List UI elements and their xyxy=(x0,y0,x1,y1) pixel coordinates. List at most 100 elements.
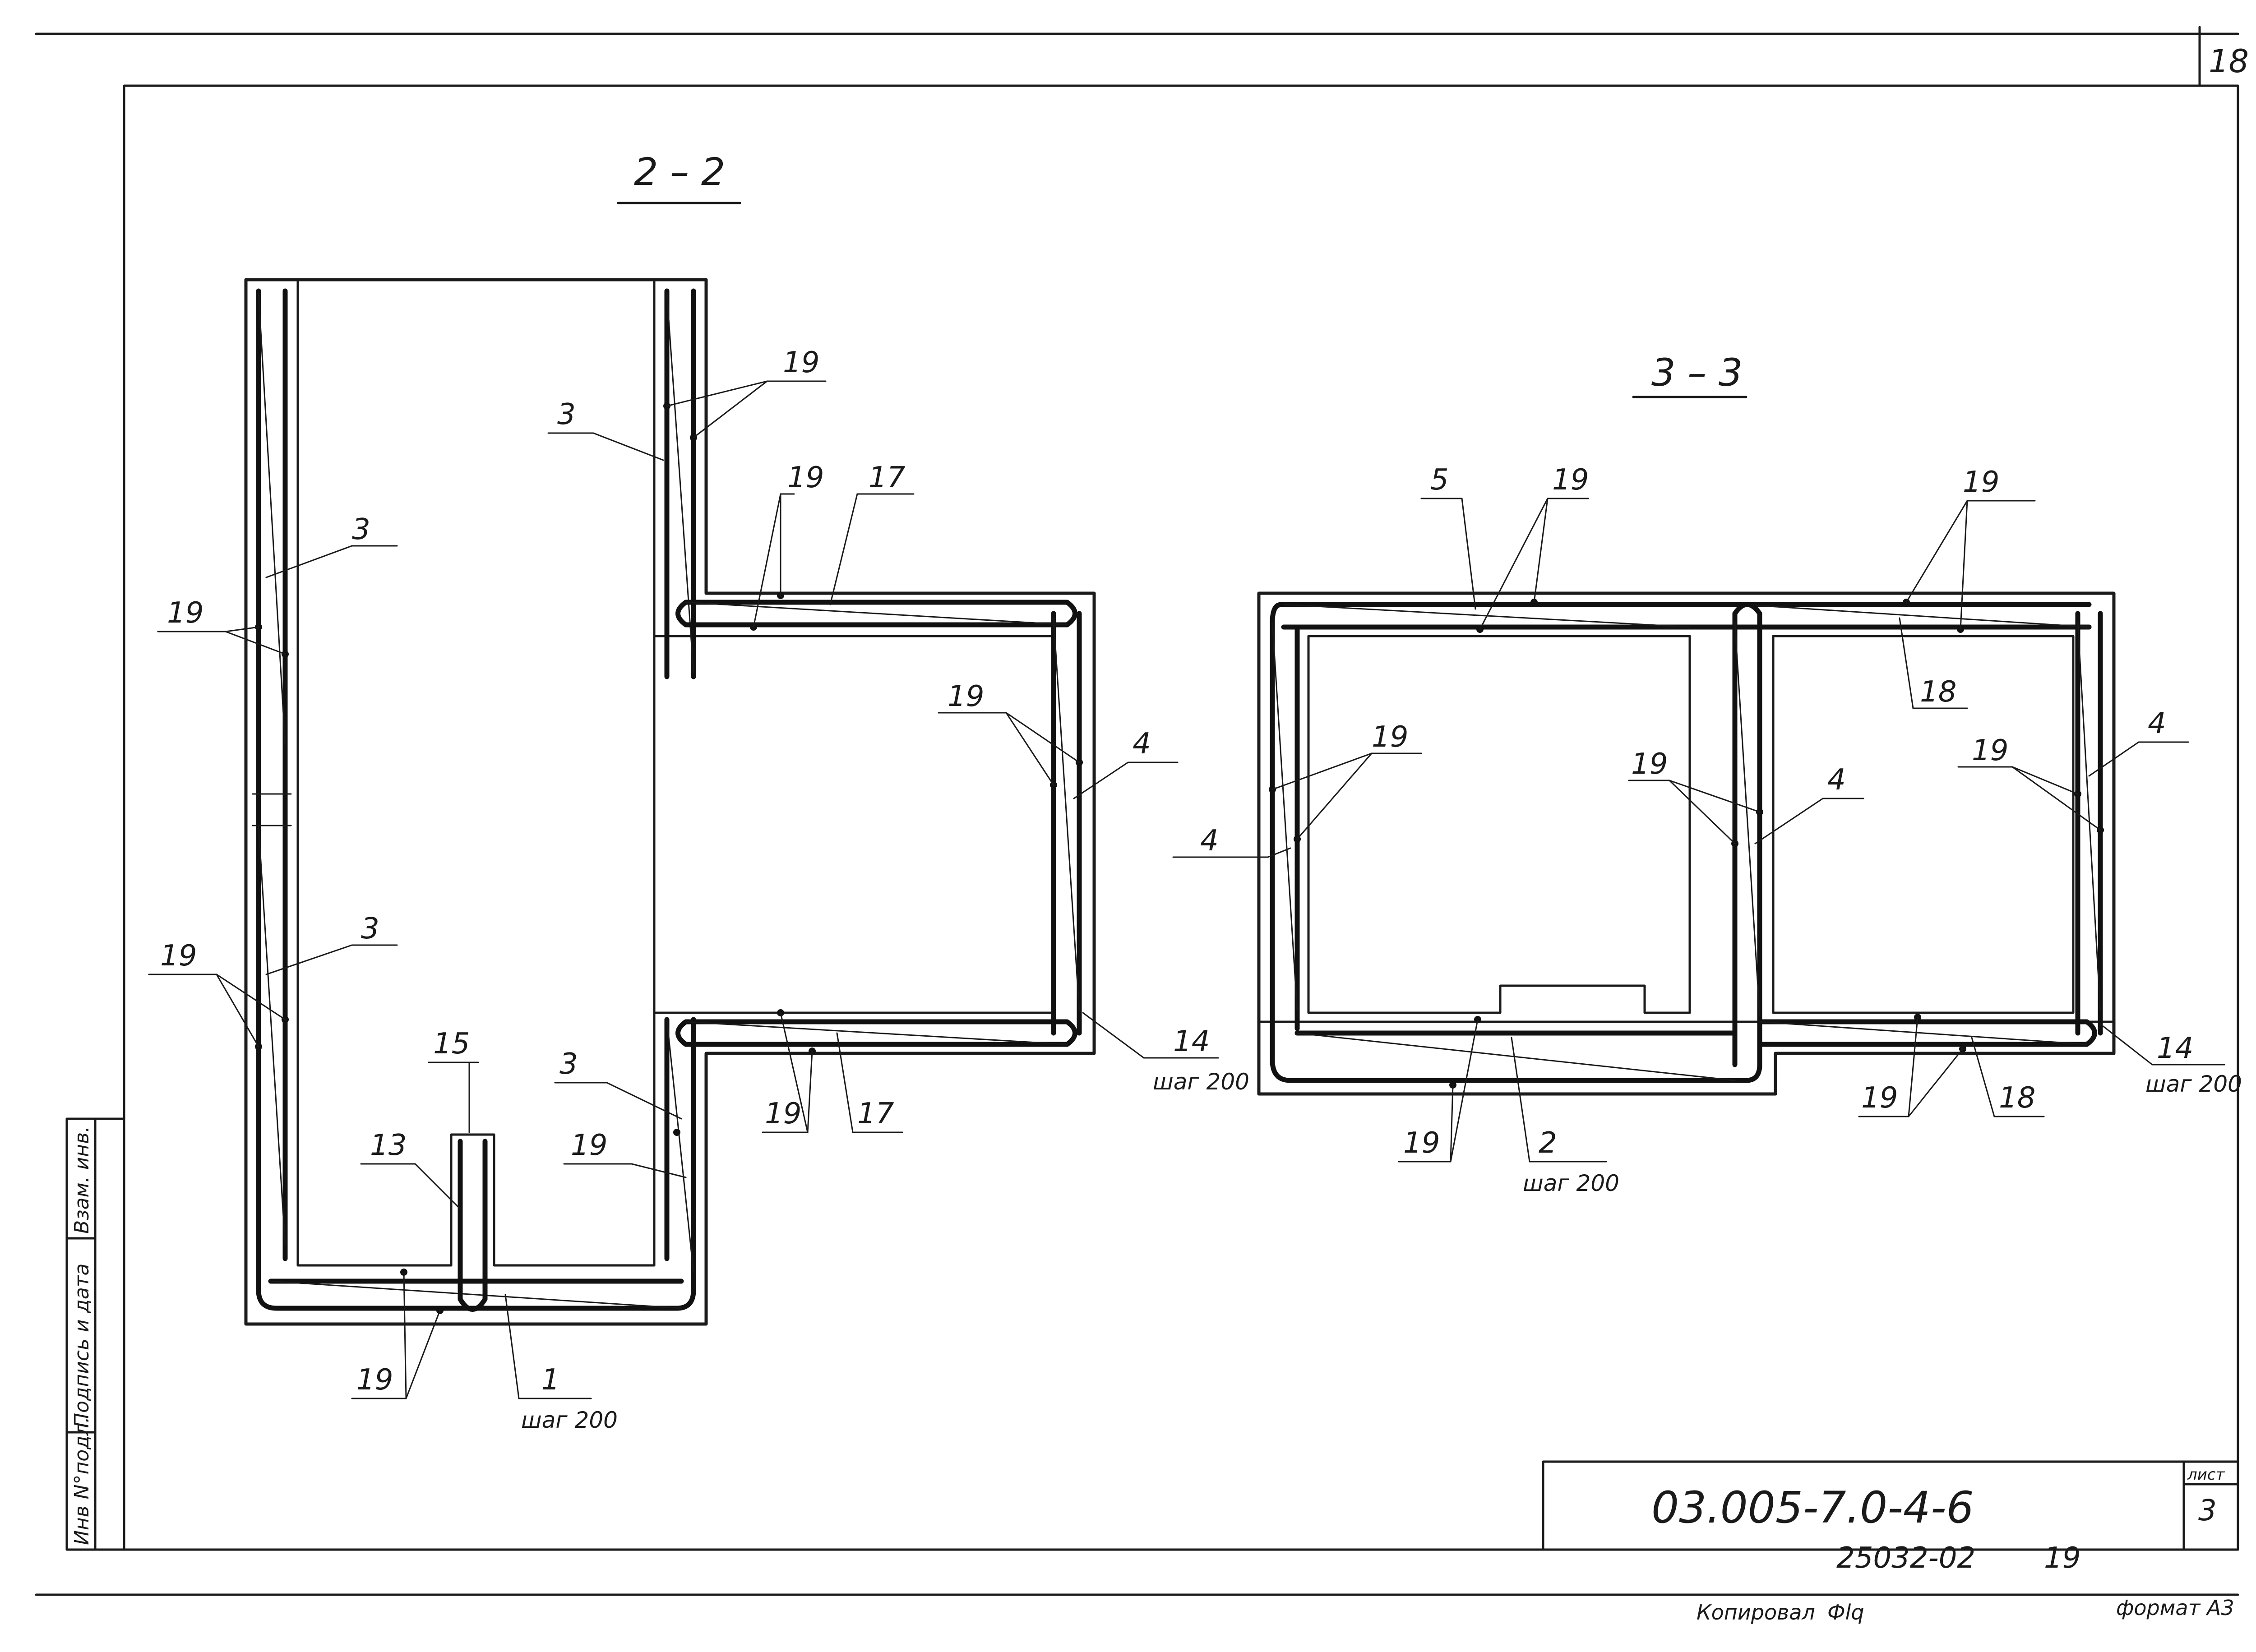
leader-13 xyxy=(360,1163,461,1210)
label-19-upper-right: 19 xyxy=(783,346,819,379)
leader-4-left xyxy=(1172,847,1291,858)
section-2-2: 2 – 2 xyxy=(148,150,1249,1433)
rebar-19-left-wall-diagonal xyxy=(1271,622,1298,1011)
leader-19-middle-b xyxy=(1669,780,1761,813)
leader-19-left-b xyxy=(225,631,286,655)
rebar-4-middle-cap xyxy=(1732,602,1762,616)
section-3-3-right-cell xyxy=(1772,635,2075,1014)
leader-19-chamber-top-a xyxy=(780,493,795,596)
label-19-chamber-bottom: 19 xyxy=(765,1097,801,1131)
leader-4-right xyxy=(2088,741,2189,777)
rebar-19-top-diagonal xyxy=(685,601,1068,626)
section-2-2-title: 2 – 2 xyxy=(634,150,725,194)
label-18-top: 18 xyxy=(1920,675,1956,709)
rebar-4-outer-left xyxy=(1270,602,1762,1083)
label-14: 14 xyxy=(1173,1025,1210,1058)
label-19-top-left: 19 xyxy=(1552,463,1589,497)
leader-19-left-wall-b xyxy=(1296,752,1373,840)
section-3-3-title: 3 – 3 xyxy=(1651,351,1743,395)
label-19-bottom-left: 19 xyxy=(1403,1126,1440,1160)
leaders-2-2 xyxy=(148,380,1219,1399)
drawing-designation: 03.005-7.0-4-6 xyxy=(1651,1482,1974,1533)
rebar-19-bottom-right-diagonal xyxy=(1759,1021,2088,1045)
side-stamp-signature-date: Подпись и дата xyxy=(70,1264,93,1428)
leader-19-upper-right-a xyxy=(666,380,827,407)
leader-18-bottom xyxy=(1971,1037,2045,1117)
rebar-19-chamber-diagonal xyxy=(1053,617,1080,1011)
section-3-3-outline-outer xyxy=(1257,591,2116,1096)
label-17-bottom: 17 xyxy=(857,1097,894,1131)
leader-19-right-wall-b xyxy=(2011,766,2101,831)
leader-3-lower-right xyxy=(554,1082,682,1120)
leader-dot xyxy=(673,1129,680,1136)
label-19-chamber-top: 19 xyxy=(787,461,824,494)
drawing-border xyxy=(123,84,2239,1551)
leader-19-chamber-top-b xyxy=(753,493,781,628)
archive-number: 25032-02 xyxy=(1836,1541,1975,1575)
side-stamp: Инв N°подл. Подпись и дата Взам. инв. xyxy=(65,1117,125,1551)
leader-19-top-right-b xyxy=(1960,500,1968,630)
copier-signature: Фlq xyxy=(1827,1600,1864,1624)
rebar-19-bottom-chamber-diagonal xyxy=(685,1021,1068,1045)
label-4-right: 4 xyxy=(2148,707,2166,740)
label-17-top: 17 xyxy=(869,461,906,494)
label-19-lower-right: 19 xyxy=(571,1129,607,1162)
label-5: 5 xyxy=(1430,463,1449,497)
leader-19-bottom-right-b xyxy=(1908,1048,1964,1117)
rebar-13-pit-loop xyxy=(458,1139,488,1312)
side-chamber-inner xyxy=(705,635,1055,1014)
leader-19-middle-a xyxy=(1628,780,1736,844)
rebar-19-bottom-left-diagonal xyxy=(1296,1032,1736,1081)
label-4-chamber: 4 xyxy=(1133,727,1151,761)
leader-19-chamber-wall-b xyxy=(1005,712,1080,763)
label-14-3-3-step: шаг 200 xyxy=(2145,1071,2242,1097)
label-4-left: 4 xyxy=(1200,824,1219,858)
label-19-bottom: 19 xyxy=(356,1363,393,1397)
rebar-19-left-diagonal-upper xyxy=(258,292,286,745)
leaders-3-3 xyxy=(1172,498,2225,1163)
page-number: 18 xyxy=(2209,43,2249,80)
label-2-step: шаг 200 xyxy=(1523,1170,1619,1196)
wall-outline-inner xyxy=(296,278,656,1267)
archive-suffix: 19 xyxy=(2044,1541,2080,1575)
section-3-3-left-cell xyxy=(1307,635,1691,1014)
leader-19-top-left-b xyxy=(1533,498,1549,603)
leader-14-3-3 xyxy=(2099,1023,2225,1066)
label-3-upper-right: 3 xyxy=(557,398,576,431)
rebar-19-right-diagonal-upper xyxy=(666,292,694,673)
leader-19-top-left-a xyxy=(1479,498,1589,630)
side-stamp-inventory: Инв N°подл. xyxy=(70,1417,93,1545)
leader-19-bottom-b xyxy=(403,1271,407,1399)
rebar-18-bottom-loop xyxy=(1757,1019,2097,1047)
label-1: 1 xyxy=(541,1363,560,1397)
rebar-19-left-diagonal-lower xyxy=(258,825,286,1246)
label-3-lower-right: 3 xyxy=(559,1047,578,1081)
leader-19-lower-left-a xyxy=(148,974,259,1047)
label-19-left-wall: 19 xyxy=(1372,720,1408,754)
label-19-bottom-right: 19 xyxy=(1861,1081,1898,1115)
leader-19-upper-right-b xyxy=(693,380,768,438)
side-stamp-replaced-inventory: Взам. инв. xyxy=(70,1126,93,1234)
leader-2 xyxy=(1511,1037,1607,1163)
rebar-1-bottom-outer xyxy=(256,1287,696,1311)
label-1-step: шаг 200 xyxy=(521,1407,618,1433)
label-15: 15 xyxy=(433,1027,470,1061)
label-3-lower-left: 3 xyxy=(361,912,379,946)
sheet-number: 3 xyxy=(2198,1494,2217,1527)
title-block xyxy=(1542,1460,2239,1551)
rebar-19-top-diagonal-right xyxy=(1741,604,2090,628)
label-13: 13 xyxy=(370,1129,407,1162)
sheet-frame xyxy=(35,26,2239,1596)
section-3-3: 3 – 3 xyxy=(1172,351,2242,1196)
label-2: 2 xyxy=(1539,1126,1557,1160)
leader-18-top xyxy=(1899,617,1968,709)
leader-14 xyxy=(1082,1012,1219,1059)
rebar-19-right-diagonal-lower xyxy=(666,1019,694,1273)
label-14-step: шаг 200 xyxy=(1153,1069,1249,1095)
leader-4-chamber xyxy=(1073,761,1179,799)
format-label: формат А3 xyxy=(2116,1596,2234,1620)
title-block-frame xyxy=(1542,1460,2239,1551)
leader-3-upper-right xyxy=(547,432,664,461)
leader-17-top xyxy=(829,493,915,605)
